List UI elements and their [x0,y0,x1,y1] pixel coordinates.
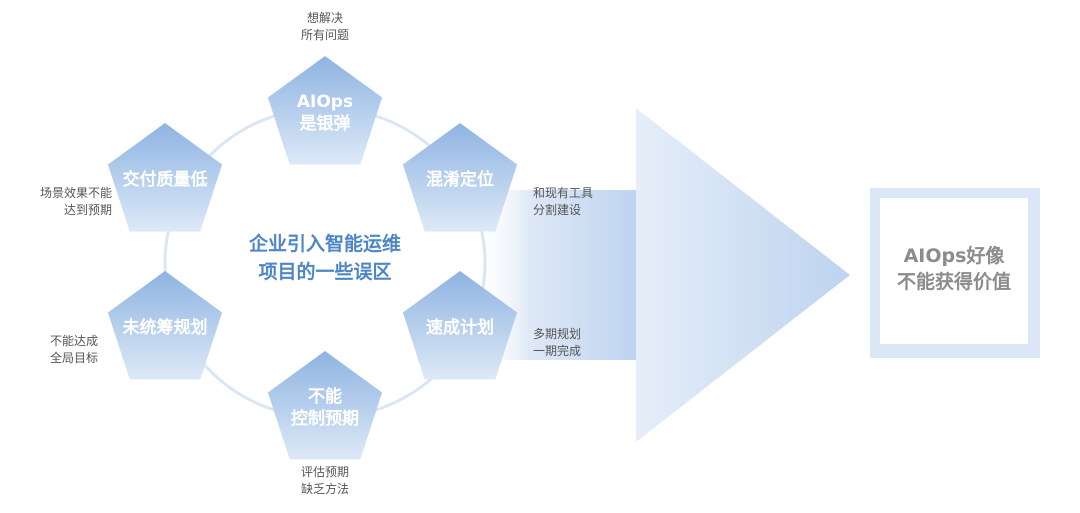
node-label: 未统筹规划 [122,317,208,338]
node-note: 一期完成 [533,343,581,358]
node-note: 分割建设 [533,202,581,217]
node-note: 全局目标 [50,350,98,365]
pentagon-shape [107,123,223,232]
result-box: AIOps好像 不能获得价值 [870,188,1040,358]
node-note: 缺乏方法 [301,481,349,496]
node-note: 所有问题 [301,28,349,42]
result-line2: 不能获得价值 [897,270,1011,293]
pentagon-shape [267,56,383,165]
node-note: 评估预期 [301,465,349,479]
node-note: 想解决 [307,10,343,25]
pentagon-shape [267,351,383,460]
flow-arrow [470,108,850,442]
node-note: 和现有工具 [533,186,593,200]
node-note: 多期规划 [533,326,581,341]
pentagon-shape [107,271,223,380]
center-title-line2: 项目的一些误区 [258,260,391,283]
node-label: 交付质量低 [123,169,208,190]
result-line1: AIOps好像 [904,244,1006,267]
center-title-line1: 企业引入智能运维 [248,232,401,255]
node-label: 不能 [308,386,342,407]
result-box-inner [880,198,1028,344]
node-label: 是银弹 [300,113,351,134]
node-note: 场景效果不能 [40,185,112,200]
node-label: 混淆定位 [426,169,494,190]
arrow-head [636,108,850,442]
pentagon-shape [402,123,518,232]
node-note: 达到预期 [64,203,112,217]
pentagon-shape [402,271,518,380]
node-note: 不能达成 [50,334,98,348]
node-label: AIOps [297,92,353,112]
center-title: 企业引入智能运维 项目的一些误区 [248,232,401,283]
node-label: 速成计划 [426,317,494,338]
node-label: 控制预期 [291,408,359,429]
